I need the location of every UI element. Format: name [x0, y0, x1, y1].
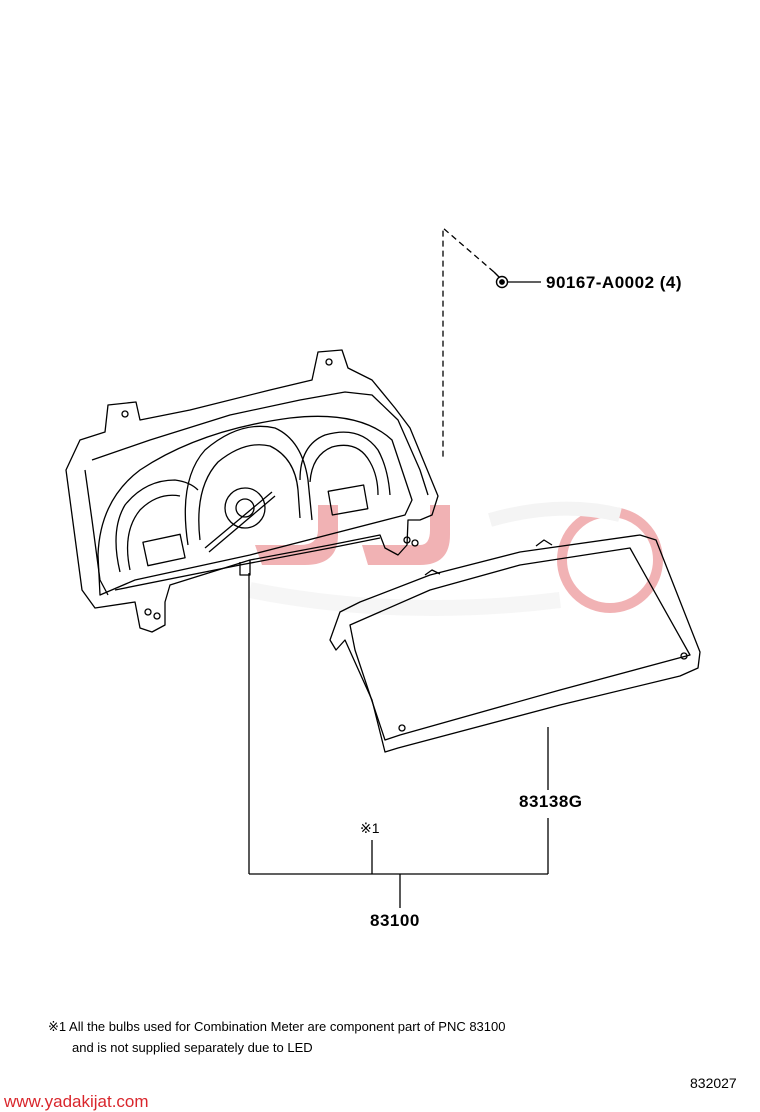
footnote-line-1: ※1 All the bulbs used for Combination Me… [48, 1019, 506, 1034]
part-number-screw: 90167-A0002 (4) [546, 273, 682, 293]
screw-quantity: (4) [659, 273, 683, 292]
watermark-logo [248, 501, 663, 616]
part-number-meter: 83100 [370, 911, 420, 930]
website-watermark: www.yadakijat.com [4, 1092, 149, 1111]
illustration-code: 832027 [690, 1075, 737, 1091]
combination-meter-drawing [65, 349, 439, 633]
ref-mark-label: ※1 [360, 820, 380, 836]
meter-lens-drawing [329, 534, 701, 753]
screw-install-dashed-line [442, 226, 495, 458]
screw-part-number: 90167-A0002 [546, 273, 655, 292]
footnote-line-2: and is not supplied separately due to LE… [72, 1040, 313, 1055]
callout-lines [248, 573, 549, 908]
screw-icon [493, 271, 509, 289]
part-number-lens: 83138G [519, 792, 583, 811]
